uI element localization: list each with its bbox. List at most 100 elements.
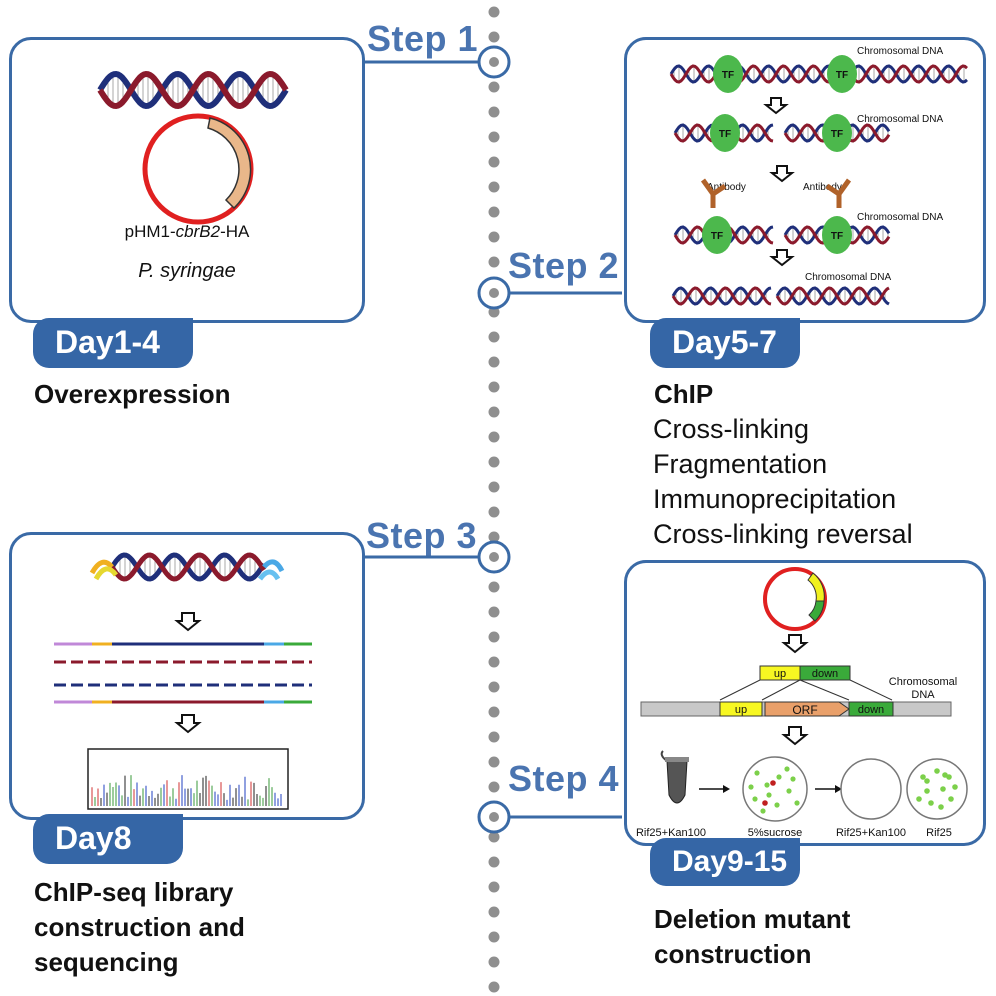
plasmid-label-prefix: pHM1- [124, 222, 176, 241]
colony [948, 796, 954, 802]
colony [790, 776, 796, 782]
adapter-left [89, 559, 114, 575]
antibody-label: Antibody [803, 182, 842, 193]
library-title-line-1: ChIP-seq library [34, 877, 234, 907]
tf-label: TF [722, 70, 734, 81]
colony [952, 784, 958, 790]
timeline-dot [488, 356, 500, 368]
tf-protein-icon: TF [822, 114, 852, 152]
tf-protein-icon: TF [822, 216, 852, 254]
dna-helix-icon [671, 286, 772, 306]
timeline-dot [488, 481, 500, 493]
timeline-dot [488, 781, 500, 793]
down-arrow-icon [769, 249, 795, 267]
down-arrow-icon [781, 634, 809, 654]
right-arrow-icon [699, 785, 730, 793]
timeline-dot [488, 756, 500, 768]
timeline-dot [488, 656, 500, 668]
antibody-icon [700, 178, 727, 208]
timeline-dot [488, 156, 500, 168]
timeline-dot [488, 31, 500, 43]
donor-down-label: down [812, 668, 838, 680]
plasmid-label-gene: cbrB2 [175, 222, 221, 241]
plasmid-label-suffix: -HA [220, 222, 250, 241]
timeline-dot [488, 581, 500, 593]
colony [760, 808, 766, 814]
colony [786, 788, 792, 794]
deletion-title-line-1: Deletion mutant [654, 904, 851, 934]
dna-helix-icon [109, 552, 267, 582]
dna-helix-icon [97, 70, 289, 110]
day-tab-1: Day1-4 [33, 318, 193, 368]
colony [916, 796, 922, 802]
timeline-dot [488, 731, 500, 743]
plate-rif [906, 758, 968, 820]
orf-label: ORF [792, 703, 817, 717]
down-arrow-icon [769, 165, 795, 183]
timeline-dot [488, 831, 500, 843]
tf-label: TF [831, 231, 843, 242]
chip-substep-4: Cross-linking reversal [653, 519, 913, 549]
overexpression-illustration [97, 70, 289, 225]
timeline-dot [488, 206, 500, 218]
timeline-dot [488, 456, 500, 468]
timeline-dot [488, 856, 500, 868]
plate-label-2: 5%sucrose [748, 827, 802, 839]
colony [762, 800, 768, 806]
timeline-dot [488, 406, 500, 418]
down-arrow-icon [763, 97, 789, 115]
library-title-line-3: sequencing [34, 947, 179, 977]
chromosomal-label: Chromosomal [889, 676, 957, 688]
down-arrow-icon [174, 612, 202, 632]
deletion-panel: up down up ORF down Chromosomal DNA [624, 560, 986, 846]
chromosomal-dna-label: Chromosomal DNA [857, 114, 943, 125]
timeline-dot [488, 106, 500, 118]
step-4-label: Step 4 [508, 758, 620, 799]
library-panel [9, 532, 365, 820]
chromatogram-icon [87, 748, 289, 810]
timeline-dot [488, 381, 500, 393]
step-2-label: Step 2 [508, 245, 620, 286]
colony [938, 804, 944, 810]
dna-label: DNA [911, 689, 935, 701]
plate-rif-kan [840, 758, 902, 820]
colony [934, 768, 940, 774]
organism-label: P. syringae [138, 260, 236, 282]
antibody-label: Antibody [707, 182, 746, 193]
adapter-right [257, 569, 281, 581]
day-tab-3: Day8 [33, 814, 183, 864]
timeline-dot [488, 431, 500, 443]
plasmid-icon [763, 567, 827, 631]
chip-substep-2: Fragmentation [653, 449, 828, 479]
timeline-dot [488, 531, 500, 543]
colony [752, 796, 758, 802]
step-3-label: Step 3 [366, 515, 478, 556]
timeline-dot [488, 956, 500, 968]
plate-label-4: Rif25 [926, 827, 952, 839]
timeline-dot [488, 81, 500, 93]
timeline-dot [488, 981, 500, 993]
tf-label: TF [831, 129, 843, 140]
chrom-up-label: up [735, 704, 747, 716]
timeline-dot [488, 6, 500, 18]
step-1-label: Step 1 [367, 18, 479, 59]
colony [942, 772, 948, 778]
timeline-dot [488, 506, 500, 518]
dna-helix-icon [775, 286, 890, 306]
plasmid-icon [142, 113, 254, 225]
timeline-dot [488, 931, 500, 943]
tf-protein-icon: TF [710, 114, 740, 152]
timeline-dot [488, 706, 500, 718]
right-arrow-icon [815, 785, 842, 793]
adapter-right [262, 559, 285, 573]
down-arrow-icon [174, 714, 202, 734]
colony [770, 780, 776, 786]
timeline-dot [488, 231, 500, 243]
chromosomal-dna-label: Chromosomal DNA [857, 46, 943, 57]
deletion-title-line-2: construction [654, 939, 812, 969]
timeline-dot [488, 631, 500, 643]
tf-protein-icon: TF [702, 216, 732, 254]
colony [766, 792, 772, 798]
overexpression-panel: pHM1-cbrB2-HA P. syringae [9, 37, 365, 323]
